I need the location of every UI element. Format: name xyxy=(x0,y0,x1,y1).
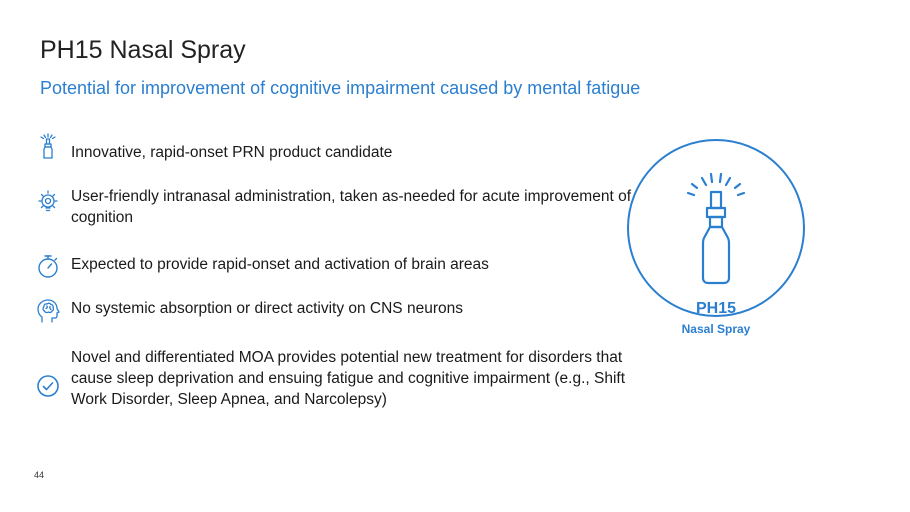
slide-title: PH15 Nasal Spray xyxy=(40,36,246,64)
product-circle xyxy=(626,138,806,318)
page-number: 44 xyxy=(34,470,45,480)
bullet-list: Innovative, rapid-onset PRN product cand… xyxy=(34,132,631,408)
lightbulb-brain-icon xyxy=(34,188,62,216)
bullet-text: Novel and differentiated MOA provides po… xyxy=(71,349,626,408)
slide-subtitle: Potential for improvement of cognitive i… xyxy=(40,78,641,98)
product-subtitle: Nasal Spray xyxy=(681,322,751,336)
stopwatch-icon xyxy=(34,252,62,280)
nasal-spray-icon xyxy=(34,132,62,160)
head-brain-icon xyxy=(34,297,62,325)
product-name: PH15 xyxy=(695,300,737,317)
checkmark-circle-icon xyxy=(34,372,62,400)
bullet-text: User-friendly intranasal administration,… xyxy=(71,188,631,226)
nasal-spray-icon xyxy=(627,139,805,317)
bullet-text: Expected to provide rapid-onset and acti… xyxy=(71,256,489,273)
bullet-text: No systemic absorption or direct activit… xyxy=(71,300,463,317)
bullet-text: Innovative, rapid-onset PRN product cand… xyxy=(71,144,393,161)
